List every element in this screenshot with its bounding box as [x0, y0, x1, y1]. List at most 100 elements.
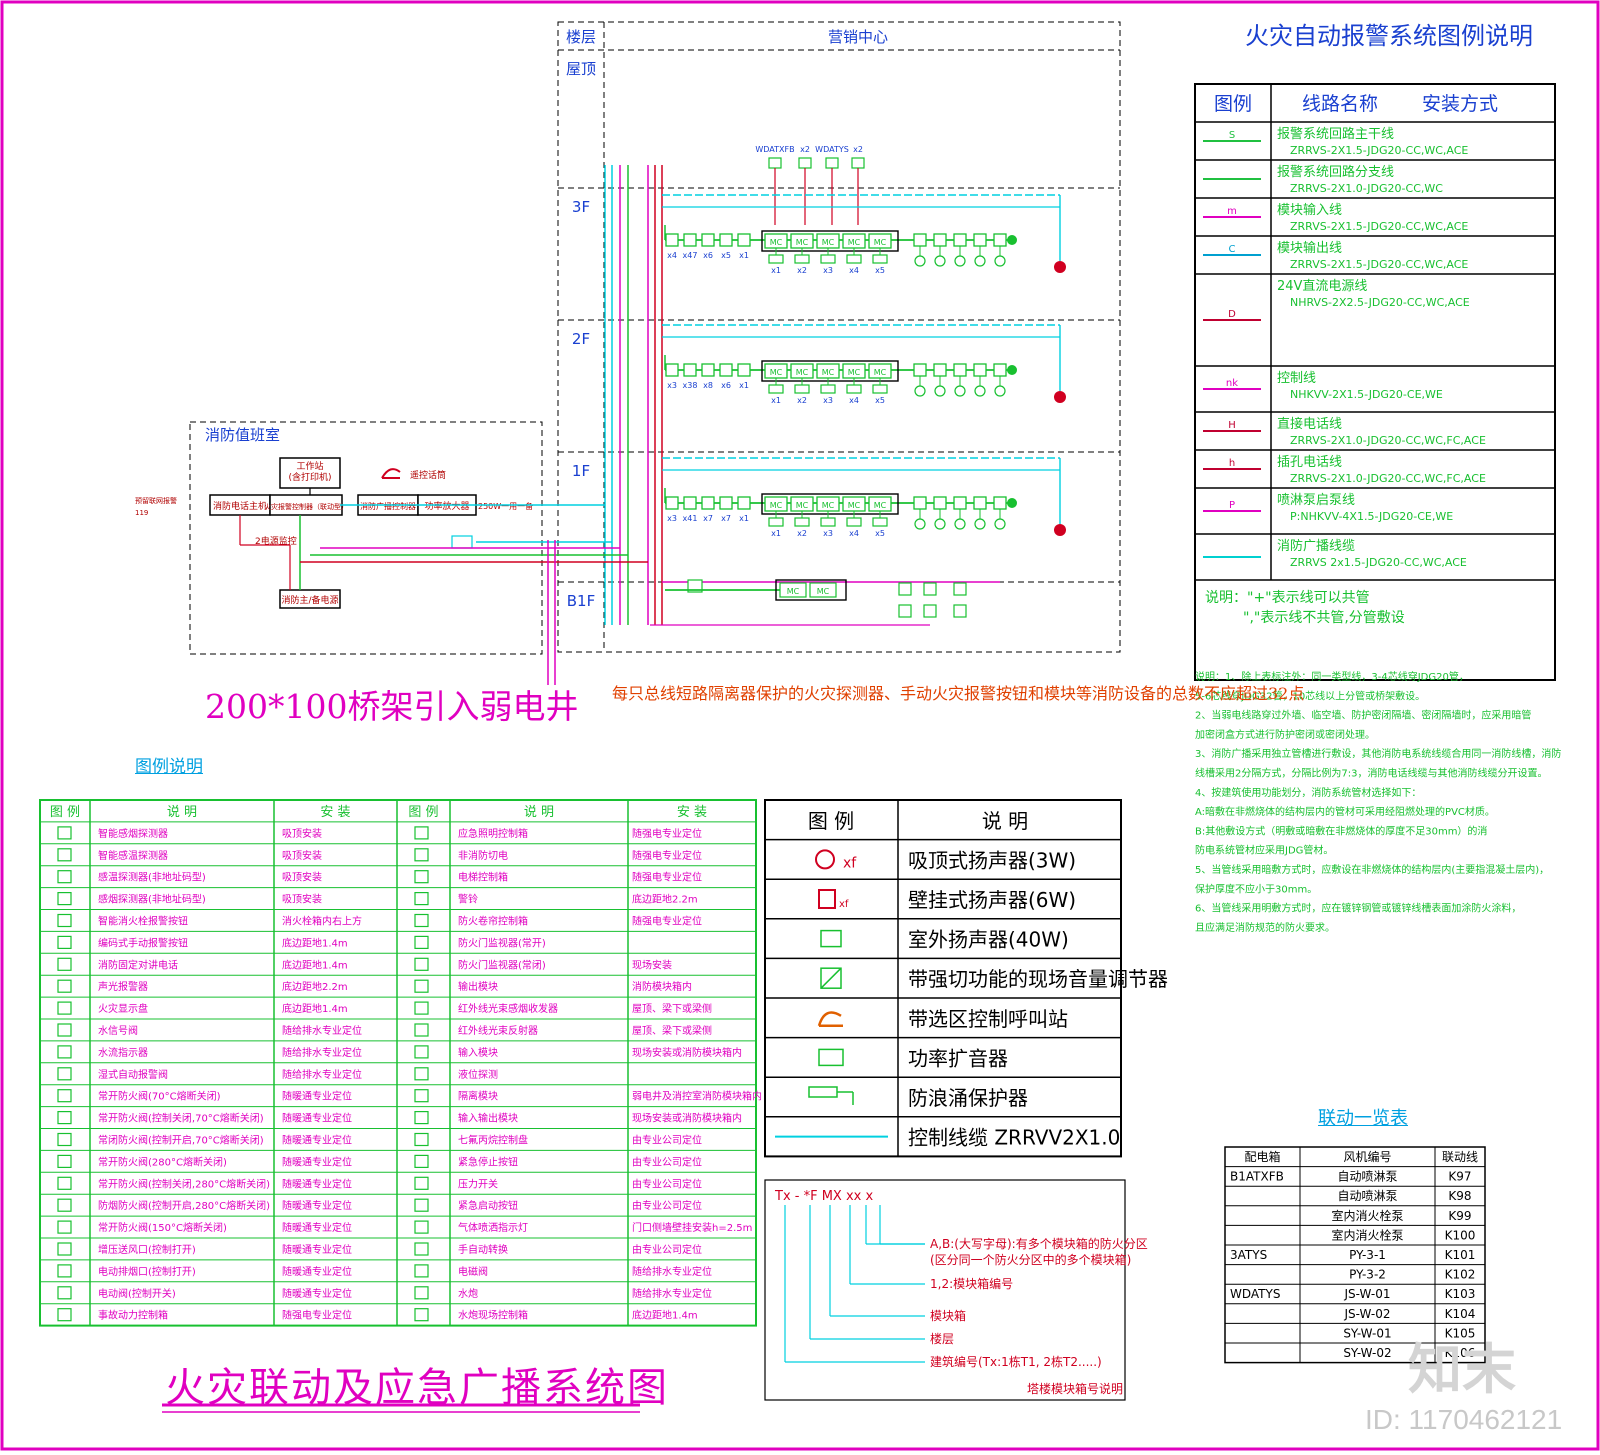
- legend-bottom-header: 安 装: [320, 805, 350, 820]
- floor-label: B1F: [567, 592, 595, 610]
- mc-text: MC: [848, 238, 861, 247]
- wall-speaker-icon: [818, 889, 836, 909]
- legend-item-desc: 红外线光束反射器: [458, 1024, 538, 1037]
- device-count: x3: [823, 266, 833, 275]
- linkage-cell: K106: [1445, 1346, 1476, 1360]
- legend-icon: [57, 1045, 72, 1059]
- linkage-cell: K97: [1448, 1170, 1471, 1184]
- legend-icon: [414, 979, 429, 993]
- legend-item-desc: 常开防火阀(150°C熔断关闭): [98, 1221, 227, 1234]
- mc-text: MC: [874, 368, 887, 377]
- speaker-legend-frame: [764, 799, 1122, 1158]
- legend-icon: [414, 1001, 429, 1015]
- legend-item-desc: 防火卷帘控制箱: [458, 915, 528, 928]
- mc-text: MC: [770, 368, 783, 377]
- legend-item-desc: 气体喷洒指示灯: [458, 1221, 528, 1234]
- legend-item-desc: 红外线光束感烟收发器: [458, 1002, 558, 1015]
- valve-symbol: [994, 255, 1006, 267]
- legend-icon: [57, 1286, 72, 1300]
- alarm-bell-symbol: [1007, 235, 1017, 245]
- field-device: [973, 233, 987, 247]
- floor-label: 3F: [572, 198, 590, 216]
- legend-item-desc: 电动阀(控制开关): [98, 1287, 176, 1300]
- legend-item-install: 底边距地1.4m: [282, 1002, 348, 1015]
- legend-icon: [57, 1023, 72, 1037]
- device-count: x38: [683, 381, 698, 390]
- legend-item-desc: 感烟探测器(非地址码型): [98, 893, 206, 906]
- legend-item-desc: 水炮现场控制箱: [458, 1309, 528, 1322]
- speaker-xf: xf: [843, 855, 857, 871]
- legend-item-desc: 警铃: [458, 893, 478, 906]
- valve-symbol: [974, 255, 986, 267]
- linkage-cell: K100: [1445, 1228, 1476, 1242]
- speaker-xf: xf: [839, 899, 849, 910]
- legend-bottom-header: 图 例: [50, 805, 80, 820]
- legend-line-name: 控制线: [1277, 371, 1316, 386]
- alarm-bell-symbol: [1007, 365, 1017, 375]
- legend-icon: [414, 1023, 429, 1037]
- device-count: x1: [771, 529, 781, 538]
- mic-label: 遥控话筒: [410, 469, 446, 481]
- amplifier-label: 功率放大器: [424, 500, 469, 512]
- field-device: [953, 604, 967, 618]
- legend-item-desc: 智能感烟探测器: [98, 827, 168, 840]
- legend-item-desc: 输入模块: [458, 1046, 498, 1059]
- legend-icon: [57, 1242, 72, 1256]
- module-code: Tx - *F MX xx x: [774, 1189, 873, 1204]
- legend-line-name: 24V直流电源线: [1277, 279, 1367, 294]
- output-device: [768, 254, 784, 264]
- legend-line-name: 报警系统回路分支线: [1277, 164, 1394, 180]
- detector-symbol: [701, 233, 715, 247]
- valve-symbol: [934, 255, 946, 267]
- device-count: x5: [721, 251, 731, 260]
- legend-item-install: 底边距地1.4m: [632, 1309, 698, 1322]
- field-device: [913, 233, 927, 247]
- legend-item-desc: 七氟丙烷控制盘: [458, 1134, 528, 1147]
- speaker-symbol: [1054, 261, 1066, 273]
- legend-line-symbol: H: [1228, 420, 1236, 431]
- legend-item-install: 随暖通专业定位: [282, 1177, 352, 1190]
- panel-box: [768, 157, 782, 169]
- field-device: [953, 233, 967, 247]
- legend-item-desc: 常开防火阀(控制关闭,280°C熔断关闭): [98, 1177, 270, 1190]
- module-box: [761, 230, 899, 252]
- mc-text: MC: [796, 501, 809, 510]
- legend-line-spec: ZRRVS-2X1.5-JDG20-CC,WC,ACE: [1290, 258, 1468, 271]
- right-note-line: 且应满足消防规范的防火要求。: [1195, 921, 1335, 934]
- linkage-119: 预留联网报警: [135, 496, 177, 505]
- legend-item-install: 吸顶安装: [282, 849, 322, 862]
- legend-item-desc: 电动排烟口(控制打开): [98, 1265, 196, 1278]
- device-count: x1: [771, 266, 781, 275]
- device-count: x1: [771, 396, 781, 405]
- linkage-cell: K104: [1445, 1307, 1476, 1321]
- legend-line-name: 消防广播线缆: [1277, 538, 1355, 554]
- speaker-legend-desc: 防浪涌保护器: [908, 1086, 1028, 1110]
- legend-item-install: 随强电专业定位: [282, 1309, 352, 1322]
- legend-icon: [57, 826, 72, 840]
- device-count: x5: [875, 529, 885, 538]
- legend-item-desc: 声光报警器: [98, 980, 148, 993]
- right-note-line: 5、当管线采用暗敷方式时，应敷设在非燃烧体的结构层内(主要指混凝土层内)，: [1195, 863, 1549, 876]
- speaker-legend-desc: 壁挂式扬声器(6W): [908, 888, 1076, 912]
- device-count: x7: [721, 514, 731, 523]
- field-device: [973, 363, 987, 377]
- control-room-frame: [189, 421, 543, 655]
- valve-symbol: [914, 518, 926, 530]
- device-count: x5: [875, 266, 885, 275]
- valve-symbol: [994, 385, 1006, 397]
- legend-line-symbol: m: [1227, 206, 1237, 217]
- legend-top-frame: [1194, 83, 1556, 681]
- field-device: [973, 496, 987, 510]
- panel-label: WDATYS: [815, 145, 849, 154]
- detector-symbol: [683, 233, 697, 247]
- module-code-item: A,B:(大写字母):有多个模块箱的防火分区: [930, 1236, 1148, 1251]
- output-device: [846, 517, 862, 527]
- legend-item-desc: 常开防火阀(280°C熔断关闭): [98, 1155, 227, 1168]
- riser-frame: [557, 21, 1121, 653]
- panel-box: [798, 157, 812, 169]
- legend-item-desc: 水流指示器: [98, 1046, 148, 1059]
- module-caption: 塔楼模块箱号说明: [1027, 1381, 1123, 1396]
- legend-item-desc: 感温探测器(非地址码型): [98, 871, 206, 884]
- module-code-item: 楼层: [930, 1331, 954, 1346]
- riser-floor-header: 楼层: [566, 28, 596, 46]
